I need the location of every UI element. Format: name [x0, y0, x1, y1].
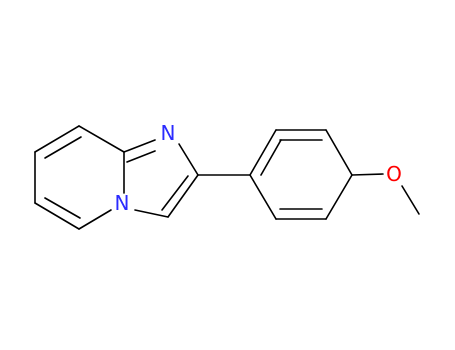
- bond: [325, 174, 353, 220]
- bond: [401, 185, 420, 215]
- methoxy-group: [351, 173, 420, 215]
- bond: [260, 139, 282, 176]
- bond: [44, 136, 82, 159]
- bond: [134, 209, 169, 218]
- bond: [44, 197, 81, 219]
- atom-label-o-methoxy: O: [386, 162, 402, 186]
- bond: [167, 174, 199, 218]
- bond: [161, 175, 189, 211]
- bond: [78, 209, 112, 230]
- bond: [351, 173, 384, 176]
- imidazole-ring: [123, 139, 199, 218]
- bond: [78, 125, 125, 153]
- bond: [249, 174, 277, 220]
- atom-label-n-bridge: N: [115, 191, 130, 215]
- bond: [325, 129, 353, 176]
- atom-label-n-imine: N: [161, 121, 176, 145]
- bond: [123, 139, 156, 153]
- pyridine-ring: [34, 125, 125, 230]
- bond: [126, 150, 156, 163]
- bond: [34, 202, 80, 230]
- bond: [249, 129, 277, 176]
- bond: [178, 143, 199, 176]
- bond: [34, 125, 80, 153]
- phenyl-ring: [249, 129, 353, 220]
